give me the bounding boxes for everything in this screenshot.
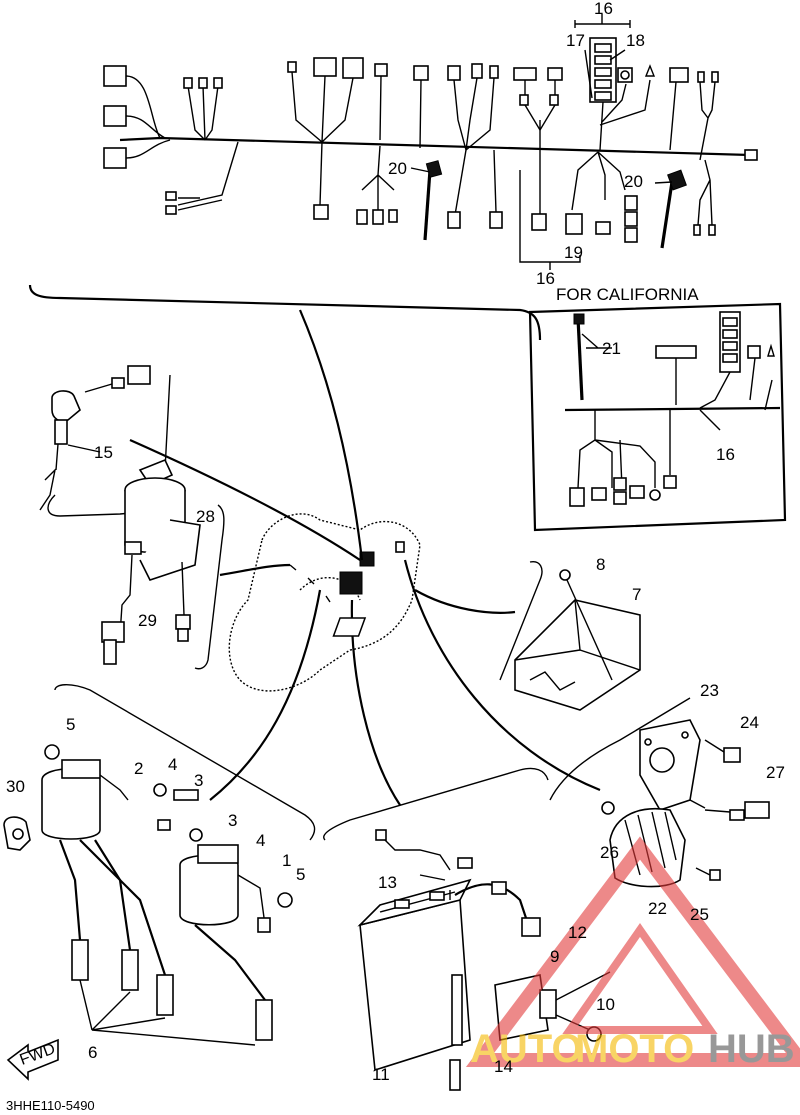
callout-17: 17 [566, 31, 585, 50]
callout-25: 25 [690, 905, 709, 924]
callout-6: 6 [88, 1043, 97, 1062]
callout-4-top: 4 [168, 755, 177, 774]
inset-title: FOR CALIFORNIA [556, 285, 699, 304]
callout-12: 12 [568, 923, 587, 942]
section-outlines [28, 284, 691, 841]
callout-24: 24 [740, 713, 759, 732]
callout-30: 30 [6, 777, 25, 796]
diagram-code: 3HHE110-5490 [6, 1098, 95, 1113]
callout-15: 15 [94, 443, 113, 462]
callout-5-top: 5 [66, 715, 75, 734]
callout-26: 26 [600, 843, 619, 862]
watermark-auto: AUTO [470, 1027, 583, 1071]
callout-14: 14 [494, 1057, 513, 1076]
automotohub-watermark: AUTO MOTO HUB [465, 836, 800, 1071]
callout-20-left: 20 [388, 159, 407, 178]
callout-16-inset: 16 [716, 445, 735, 464]
california-inset [528, 302, 787, 532]
callout-23: 23 [700, 681, 719, 700]
callout-9: 9 [550, 947, 559, 966]
callout-22: 22 [648, 899, 667, 918]
watermark-hub: HUB [708, 1027, 795, 1071]
callout-21: 21 [602, 339, 621, 358]
callout-10: 10 [596, 995, 615, 1014]
ignition-coils [3, 744, 293, 1081]
sensor-assembly [39, 365, 151, 511]
callout-29: 29 [138, 611, 157, 630]
callout-3-top: 3 [194, 771, 203, 790]
wire-harness [103, 14, 758, 270]
callout-1: 1 [282, 851, 291, 870]
callout-8: 8 [596, 555, 605, 574]
callout-7: 7 [632, 585, 641, 604]
callout-11: 11 [372, 1065, 390, 1084]
callout-16-top: 16 [594, 0, 613, 18]
main-switch [101, 458, 201, 665]
callout-2: 2 [134, 759, 143, 778]
callout-5-right: 5 [296, 865, 305, 884]
watermark-moto: MOTO [575, 1027, 694, 1071]
callout-16-bottom: 16 [536, 269, 555, 288]
callout-27: 27 [766, 763, 785, 782]
callout-4-mid: 4 [256, 831, 265, 850]
callout-leaders [410, 167, 673, 349]
callout-19: 19 [564, 243, 583, 262]
callout-28: 28 [196, 507, 215, 526]
motorcycle-outline [228, 513, 421, 692]
callout-3-mid: 3 [228, 811, 237, 830]
cdi-unit [332, 569, 641, 711]
callout-18: 18 [626, 31, 645, 50]
callout-13: 13 [378, 873, 397, 892]
callout-20-right: 20 [624, 172, 643, 191]
